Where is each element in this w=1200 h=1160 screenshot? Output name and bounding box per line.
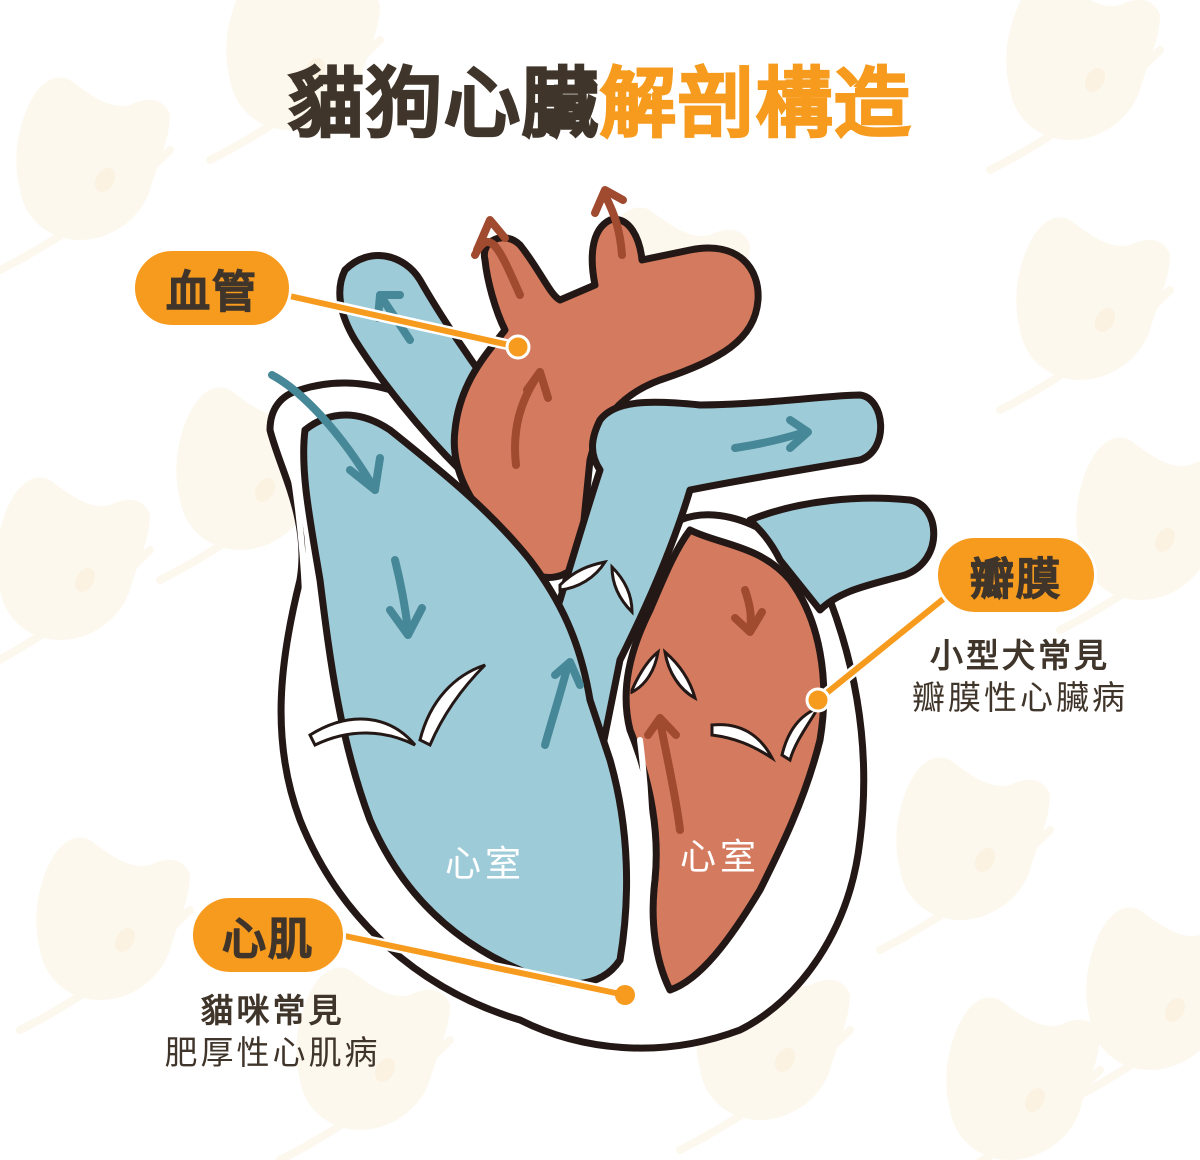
valve-aortic-right [662, 648, 698, 701]
aorta [450, 215, 762, 581]
leader-lines [279, 289, 958, 1005]
title-dark-part: 貓狗心臟 [287, 58, 600, 149]
title-orange-part: 解剖構造 [599, 58, 912, 149]
arrow-icon [268, 291, 812, 749]
right-atrium-ventricle [300, 411, 631, 988]
valve-tricuspid-left [308, 717, 417, 747]
valve-pulmonary-right [610, 563, 634, 616]
myocardium-desc-line1: 貓咪常見 [200, 991, 345, 1030]
pulmonary-vein [746, 494, 938, 614]
valve-desc-line2: 瓣膜性心臟病 [912, 678, 1128, 717]
left-atrium-ventricle [622, 526, 828, 994]
valve-tricuspid-right [418, 663, 487, 748]
valve-tag: 瓣膜 [935, 535, 1097, 615]
valve-mitral-left [710, 723, 776, 763]
valve-aortic-left [630, 648, 661, 695]
right-ventricle-label: 心室 [680, 837, 761, 878]
myocardium-tag: 心肌 [190, 895, 346, 975]
blood-vessel-tag: 血管 [132, 248, 292, 328]
pulmonary-artery [535, 391, 885, 764]
myocardium-desc-line2: 肥厚性心肌病 [164, 1033, 381, 1072]
left-ventricle-label: 心室 [445, 844, 526, 885]
page-title: 貓狗心臟解剖構造 [0, 42, 1200, 152]
valve-description: 小型犬常見 瓣膜性心臟病 [895, 635, 1145, 719]
arrow-icon [471, 186, 766, 834]
valve-desc-line1: 小型犬常見 [930, 636, 1110, 675]
valve-pulmonary-left [558, 559, 609, 592]
valve-icons [308, 559, 822, 763]
myocardium-description: 貓咪常見 肥厚性心肌病 [140, 990, 405, 1074]
